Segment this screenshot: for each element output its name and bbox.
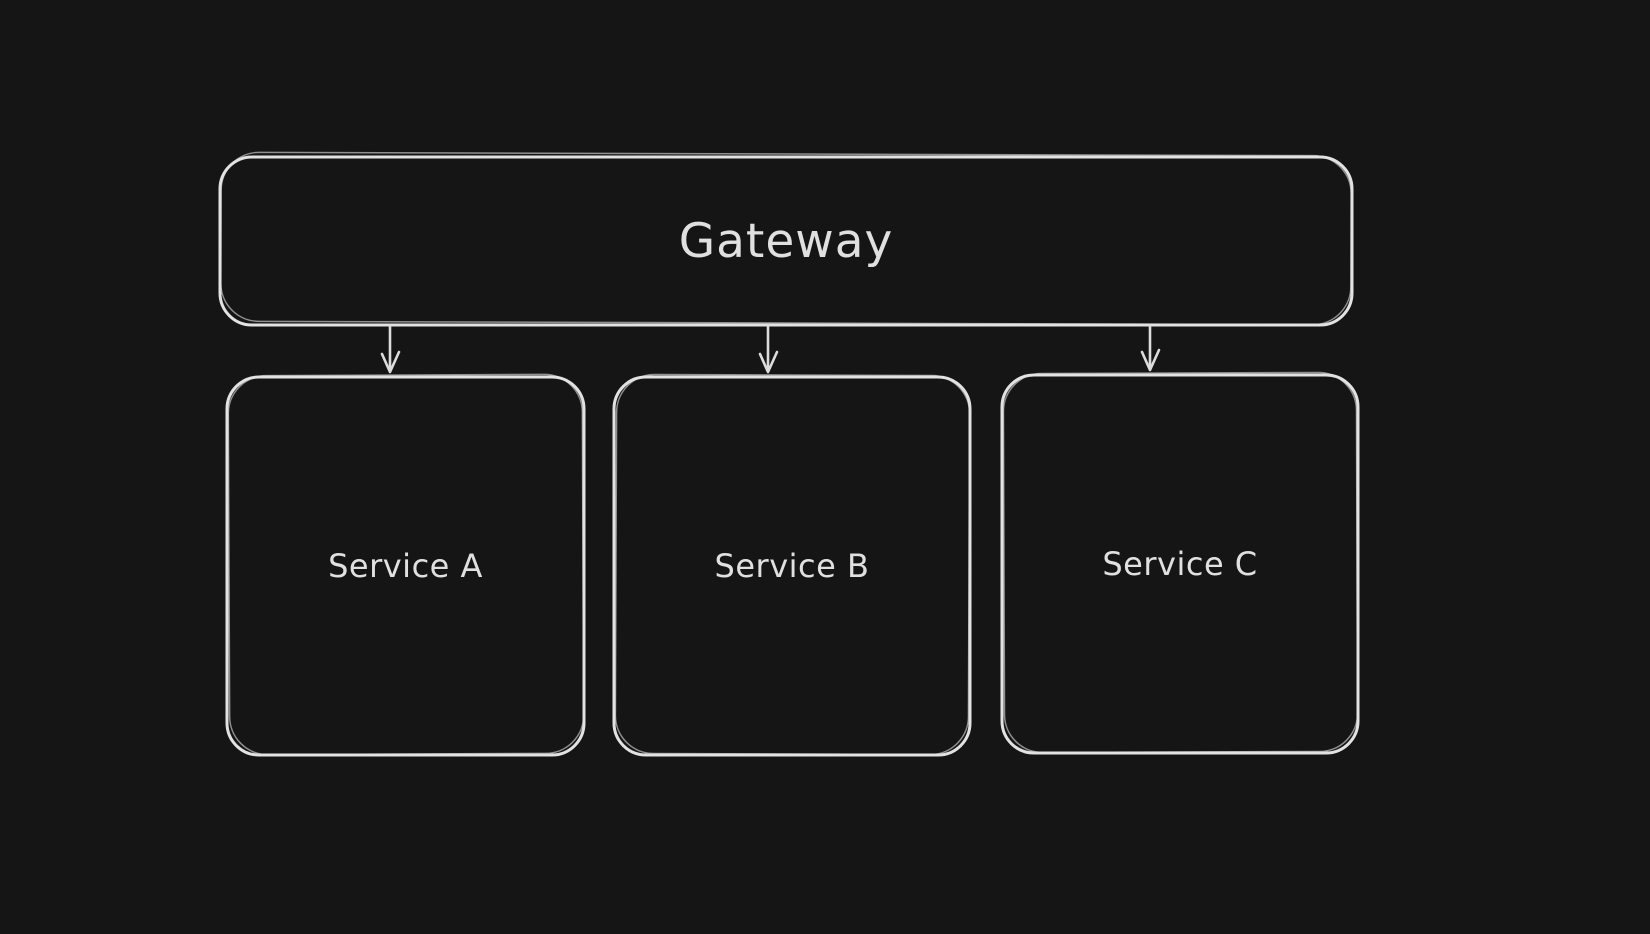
node-service-b-shape[interactable]: [612, 373, 972, 757]
edge-gateway-to-service-c[interactable]: [1140, 324, 1161, 372]
edge-gateway-to-service-a[interactable]: [380, 324, 401, 374]
node-service-c-shape[interactable]: [1000, 371, 1360, 755]
node-service-a-shape[interactable]: [225, 373, 586, 757]
node-gateway-shape[interactable]: [218, 151, 1354, 327]
edge-gateway-to-service-b[interactable]: [758, 324, 779, 374]
